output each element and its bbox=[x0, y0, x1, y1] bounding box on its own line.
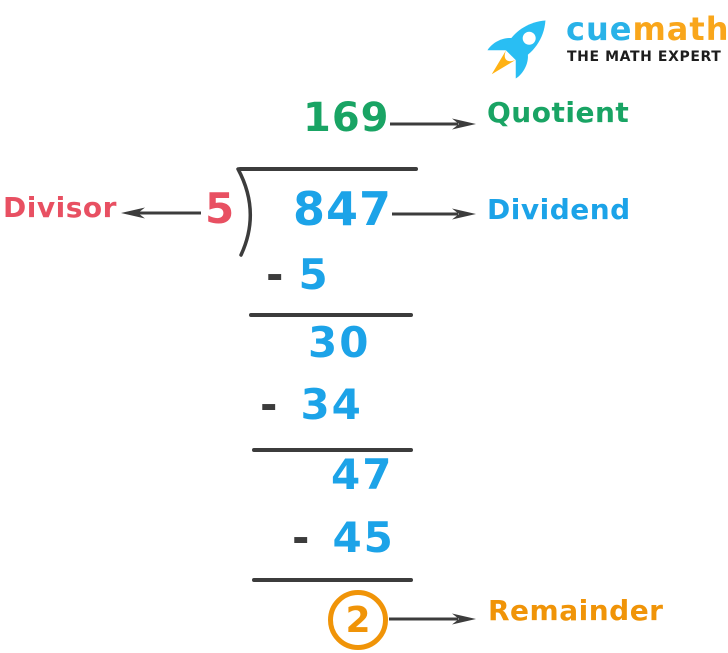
dividend-arrow-icon bbox=[392, 206, 476, 222]
division-bracket bbox=[228, 160, 272, 264]
dividend-label: Dividend bbox=[487, 193, 631, 226]
division-bar bbox=[238, 167, 418, 171]
subtraction-line bbox=[249, 313, 413, 317]
dividend-value: 847 bbox=[293, 182, 393, 236]
quotient-label: Quotient bbox=[487, 96, 630, 129]
subtraction-line bbox=[252, 578, 413, 582]
rocket-icon bbox=[474, 0, 570, 86]
step-value: 45 bbox=[332, 513, 395, 562]
division-step-row: - 34 bbox=[260, 384, 363, 426]
division-step-row: - 5 bbox=[266, 254, 330, 296]
divisor-value: 5 bbox=[205, 184, 235, 233]
remainder-arrow-icon bbox=[389, 611, 476, 627]
brand-tagline: THE MATH EXPERT bbox=[567, 49, 722, 65]
step-value: 47 bbox=[331, 450, 394, 499]
divisor-arrow-icon bbox=[121, 205, 201, 221]
step-value: 5 bbox=[298, 250, 330, 299]
minus-sign: - bbox=[260, 380, 278, 429]
remainder-label: Remainder bbox=[488, 594, 664, 627]
minus-sign: - bbox=[292, 513, 310, 562]
brand-wordmark: cuemath bbox=[566, 13, 728, 45]
division-step-row: - 45 bbox=[292, 517, 395, 559]
brand-cue: cue bbox=[566, 10, 633, 48]
remainder-value: 2 bbox=[345, 599, 371, 641]
quotient-arrow-icon bbox=[390, 116, 476, 132]
brand-math: math bbox=[632, 10, 728, 48]
divisor-label: Divisor bbox=[3, 191, 117, 224]
minus-sign: - bbox=[266, 250, 284, 299]
step-value: 30 bbox=[308, 318, 371, 367]
quotient-value: 169 bbox=[303, 95, 390, 141]
remainder-circle: 2 bbox=[328, 590, 388, 650]
subtraction-line bbox=[252, 448, 413, 452]
step-value: 34 bbox=[300, 380, 363, 429]
